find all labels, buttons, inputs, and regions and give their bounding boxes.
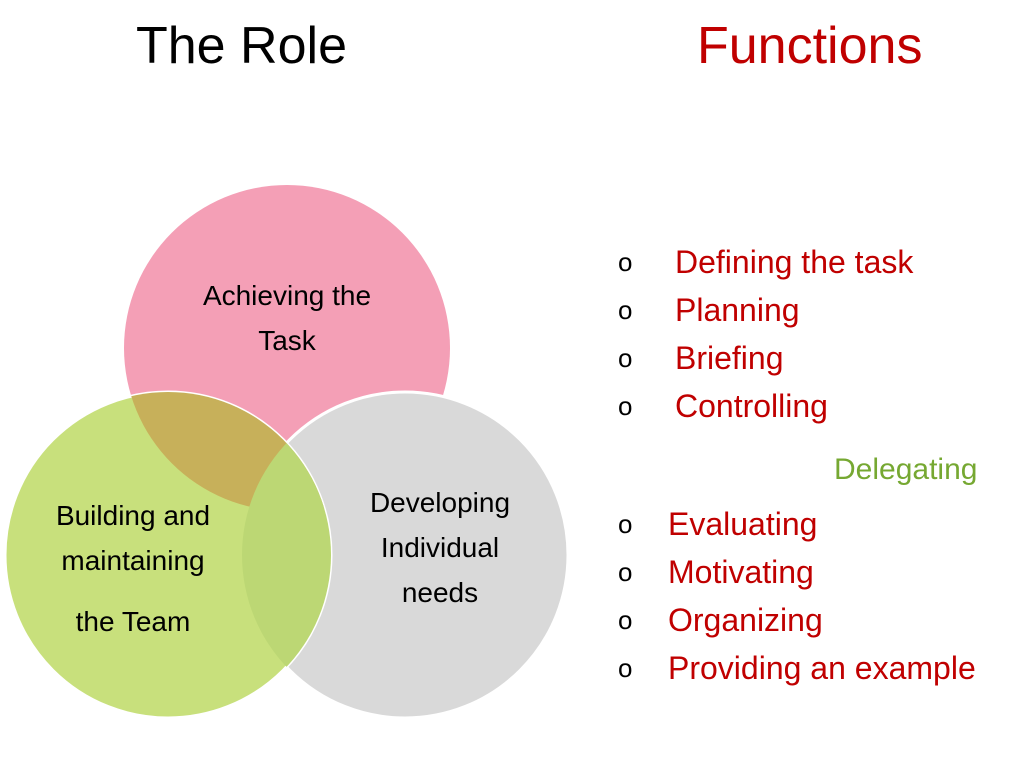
individual-label-line-2: Individual [381, 532, 499, 563]
function-label: Providing an example [668, 650, 976, 686]
bullet-icon: o [618, 557, 633, 587]
venn-diagram: Achieving the Task Developing Individual… [3, 185, 570, 720]
function-label: Planning [675, 292, 800, 328]
bullet-icon: o [618, 605, 633, 635]
delegating-label: Delegating [834, 453, 978, 486]
function-label: Evaluating [668, 506, 818, 542]
bullet-icon: o [618, 343, 633, 373]
function-label: Briefing [675, 340, 784, 376]
team-label-line-2: maintaining [61, 545, 204, 576]
task-label-line-1: Achieving the [203, 280, 371, 311]
function-label: Defining the task [675, 244, 914, 280]
bullet-icon: o [618, 295, 633, 325]
bullet-icon: o [618, 509, 633, 539]
bullet-icon: o [618, 247, 633, 277]
team-label-line-3: the Team [76, 606, 191, 637]
title-functions: Functions [697, 17, 923, 75]
bullet-icon: o [618, 391, 633, 421]
title-the-role: The Role [136, 17, 347, 75]
function-label: Motivating [668, 554, 814, 590]
bullet-icon: o [618, 653, 633, 683]
task-label-line-2: Task [258, 325, 317, 356]
function-label: Organizing [668, 602, 823, 638]
individual-label-line-3: needs [402, 577, 478, 608]
team-label-line-1: Building and [56, 500, 210, 531]
individual-label-line-1: Developing [370, 487, 510, 518]
function-label: Controlling [675, 388, 828, 424]
overlap-task-team [124, 392, 331, 511]
